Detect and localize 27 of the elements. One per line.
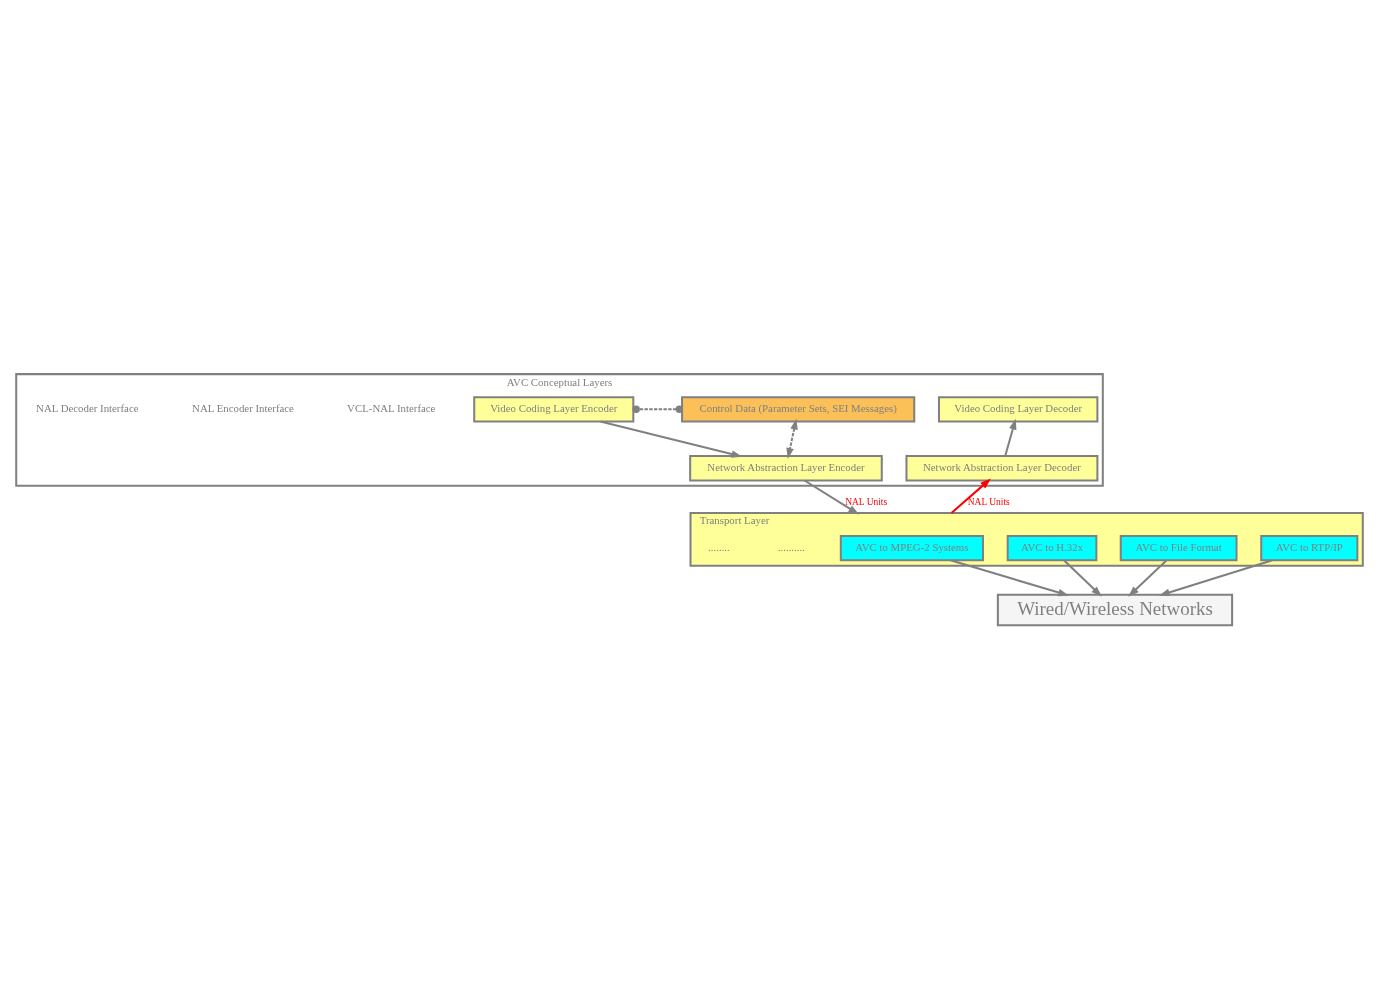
arrow (1158, 558, 1273, 596)
arrow (1128, 559, 1168, 597)
arrow (950, 558, 1069, 596)
connector (632, 405, 684, 413)
arrow (950, 477, 991, 514)
node-box: Control Data (Parameter Sets, SEI Messages) (681, 395, 916, 423)
label: .......... (777, 540, 805, 553)
edge-label: NAL Units (967, 496, 1010, 507)
node-box: AVC to File Format (1119, 534, 1238, 561)
label: NAL Decoder Interface (36, 401, 139, 414)
label: NAL Encoder Interface (192, 401, 294, 414)
node-box: Wired/Wireless Networks (996, 593, 1234, 626)
node-box: Network Abstraction Layer Encoder (689, 454, 883, 481)
arrow (786, 418, 798, 459)
arrow (600, 420, 743, 458)
arrow (1063, 559, 1102, 597)
arrow (804, 479, 860, 515)
node-box: Video Coding Layer Decoder (937, 395, 1099, 423)
node-box: AVC to H.32x (1006, 534, 1098, 561)
edge-label: NAL Units (845, 496, 888, 507)
label: VCL-NAL Interface (347, 401, 436, 414)
label: ........ (708, 540, 730, 553)
node-box: AVC to MPEG-2 Systems (839, 534, 984, 561)
node-box: Video Coding Layer Encoder (473, 395, 635, 423)
node-box: AVC to RTP/IP (1260, 534, 1359, 561)
arrow (1004, 418, 1017, 456)
node-box: Network Abstraction Layer Decoder (905, 454, 1099, 481)
